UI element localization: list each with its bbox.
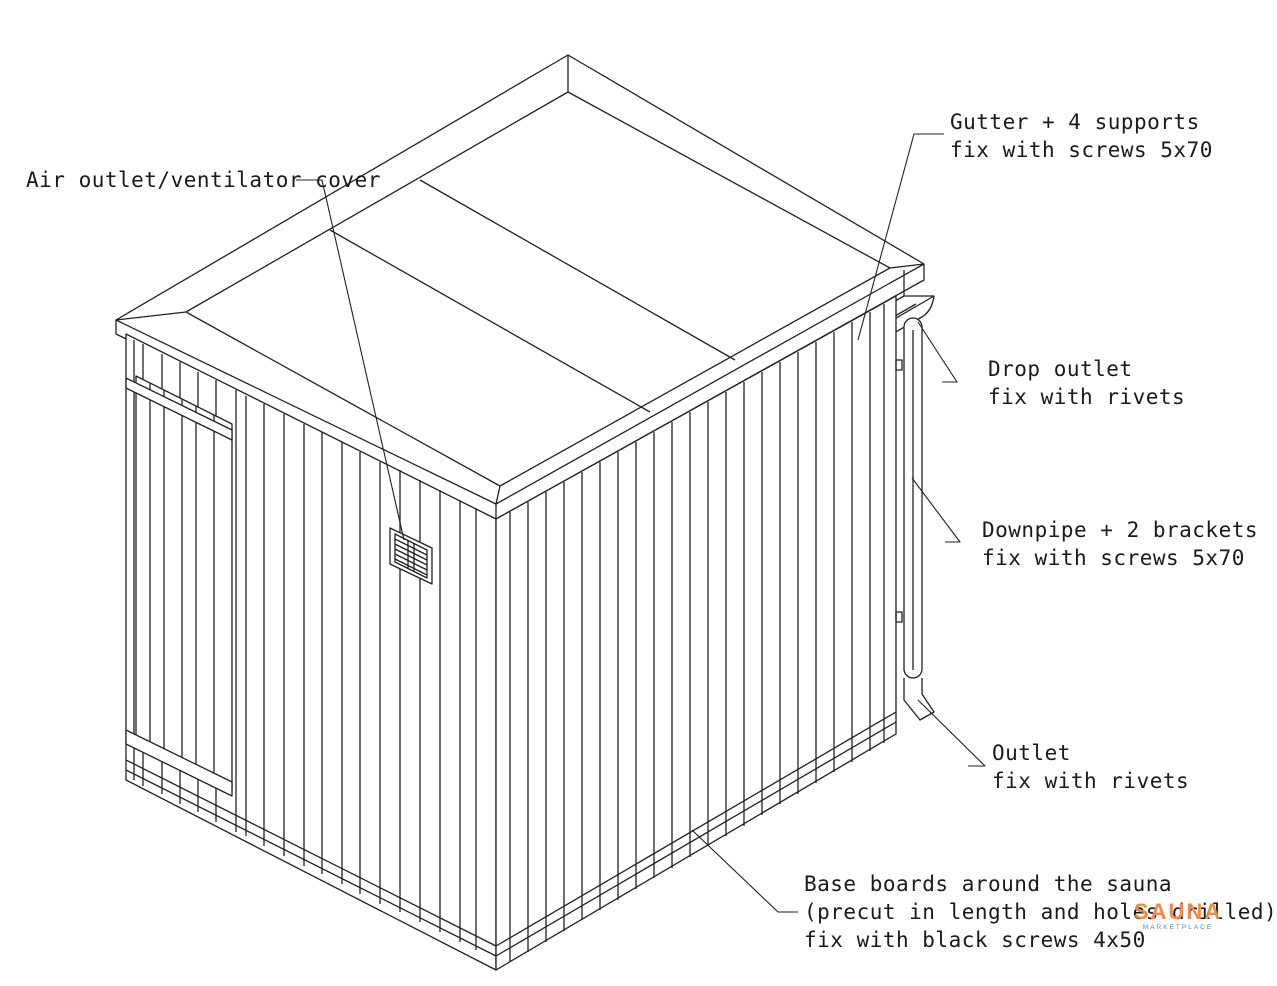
label-base-boards: Base boards around the sauna (precut in … xyxy=(804,870,1277,954)
ventilator-cover xyxy=(389,527,433,585)
leader-lines xyxy=(296,133,986,913)
label-downpipe-line1: Downpipe + 2 brackets xyxy=(982,518,1259,542)
label-drop-outlet-line1: Drop outlet xyxy=(988,357,1133,381)
label-downpipe-line2: fix with screws 5x70 xyxy=(982,546,1245,570)
label-gutter-line2: fix with screws 5x70 xyxy=(950,138,1213,162)
label-outlet: Outlet fix with rivets xyxy=(992,739,1189,795)
label-drop-outlet: Drop outlet fix with rivets xyxy=(988,355,1185,411)
label-downpipe: Downpipe + 2 brackets fix with screws 5x… xyxy=(982,516,1258,572)
label-outlet-line2: fix with rivets xyxy=(992,769,1190,793)
label-outlet-line1: Outlet xyxy=(992,741,1071,765)
label-gutter-line1: Gutter + 4 supports xyxy=(950,110,1200,134)
left-wall xyxy=(125,333,497,971)
label-gutter: Gutter + 4 supports fix with screws 5x70 xyxy=(950,108,1213,164)
label-base-boards-line1: Base boards around the sauna xyxy=(804,872,1173,896)
logo-word: SAUNA xyxy=(1133,899,1223,924)
label-base-boards-line2: (precut in length and holes drilled) xyxy=(804,900,1277,924)
sauna-assembly-drawing xyxy=(115,54,986,971)
label-drop-outlet-line2: fix with rivets xyxy=(988,385,1186,409)
sauna-marketplace-logo: SAUNA MARKETPLACE xyxy=(1128,900,1228,932)
downpipe xyxy=(895,317,935,721)
label-air-outlet: Air outlet/ventilator cover xyxy=(26,168,381,192)
logo-subtitle: MARKETPLACE xyxy=(1142,924,1214,931)
roof xyxy=(115,54,925,520)
label-base-boards-line3: fix with black screws 4x50 xyxy=(804,928,1146,952)
right-wall xyxy=(495,295,897,971)
